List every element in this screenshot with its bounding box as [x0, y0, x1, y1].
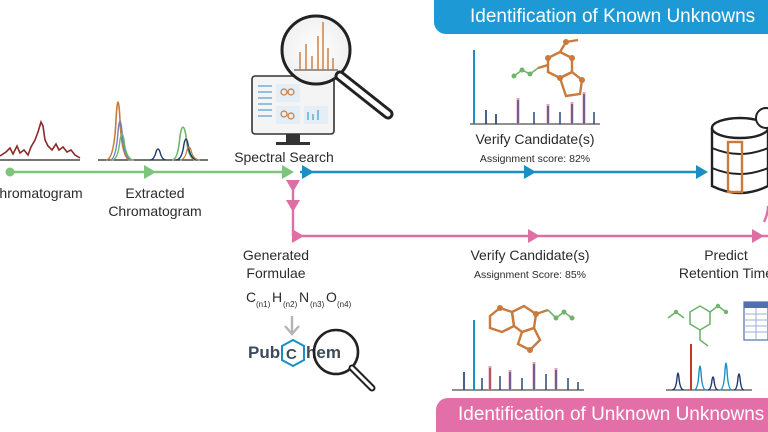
chromatogram-plot: [0, 119, 81, 161]
verify-top-label: Verify Candidate(s): [475, 131, 594, 147]
magnifier-icon-small: [312, 328, 376, 392]
pubchem-pre: Pub: [248, 343, 280, 362]
pink-arrowhead-down: [286, 180, 300, 192]
extracted-peak-navy: [175, 138, 199, 161]
molecule-icon-bottom: [488, 304, 575, 353]
pink-flow-arrow: [286, 180, 768, 243]
gray-down-arrow: [284, 316, 300, 336]
spectral-search-label: Spectral Search: [234, 149, 334, 165]
predict-label-line2: Retention Time: [679, 265, 768, 281]
pubchem-logo: Pub C hem: [248, 338, 341, 368]
molecule-icon-right: [667, 303, 729, 347]
monitor-icon: [251, 75, 335, 145]
formula-n-sub: (n3): [310, 300, 325, 309]
formula-c-sub: (n1): [256, 300, 271, 309]
predict-label-line1: Predict: [704, 247, 748, 263]
extracted-peak-blue: [109, 120, 133, 161]
molecule-icon-top: [511, 38, 585, 98]
formula-n: N: [299, 289, 309, 305]
bottom-spectrum: [452, 320, 584, 391]
blue-arrowhead-2: [524, 165, 536, 179]
pubchem-post: hem: [306, 343, 341, 362]
formula-h: H: [272, 289, 282, 305]
pink-arrowhead-2: [528, 229, 540, 243]
banner-unknown-unknowns: Identification of Unknown Unknowns: [436, 398, 768, 432]
generated-label-line1: Generated: [243, 247, 309, 263]
extracted-peak-navy-small: [149, 148, 167, 161]
magnifier-icon: [280, 14, 394, 120]
blue-arrowhead-1: [302, 165, 314, 179]
green-arrowhead-1: [144, 165, 156, 179]
banner-known-unknowns: Identification of Known Unknowns: [434, 0, 768, 34]
database-icon: [710, 107, 768, 195]
banner-unknown-text: Identification of Unknown Unknowns: [458, 404, 765, 425]
extracted-peak-orange: [105, 101, 131, 161]
blue-arrowhead-3: [696, 165, 708, 179]
top-spectrum: [470, 50, 600, 125]
blue-flow-arrow: [300, 165, 708, 179]
score-bottom-label: Assignment Score: 85%: [474, 269, 586, 281]
pink-arrowhead-1: [292, 229, 304, 243]
extracted-label-line2: Chromatogram: [108, 203, 201, 219]
chromatogram-trace: [0, 119, 81, 159]
extracted-peak-green-small: [111, 133, 135, 161]
generated-label-line2: Formulae: [246, 265, 305, 281]
extracted-peak-orange-small: [179, 146, 201, 161]
table-icon: [743, 301, 768, 341]
extracted-peak-green: [171, 126, 197, 161]
formula-o-sub: (n4): [337, 300, 352, 309]
verify-bottom-label: Verify Candidate(s): [470, 247, 589, 263]
formula-o: O: [326, 289, 337, 305]
score-top-label: Assignment score: 82%: [480, 153, 590, 165]
pink-arrowhead-3: [752, 229, 764, 243]
chromatogram-label: Chromatogram: [0, 185, 83, 201]
retention-chromatogram: [666, 344, 752, 391]
extracted-chromatogram-plot: [98, 101, 208, 161]
pink-arrowhead-down-2: [286, 200, 300, 212]
green-flow-arrow: [5, 165, 294, 179]
banner-known-text: Identification of Known Unknowns: [470, 6, 756, 27]
pubchem-c: C: [286, 346, 297, 363]
formula-c: C: [246, 289, 256, 305]
pubchem-hexagon-icon: [281, 338, 305, 368]
formula-h-sub: (n2): [283, 300, 298, 309]
green-arrowhead-2: [282, 165, 294, 179]
formula: C (n1) H (n2) N (n3) O (n4): [246, 289, 352, 309]
extracted-label-line1: Extracted: [125, 185, 184, 201]
pink-curve-up: [762, 205, 768, 223]
